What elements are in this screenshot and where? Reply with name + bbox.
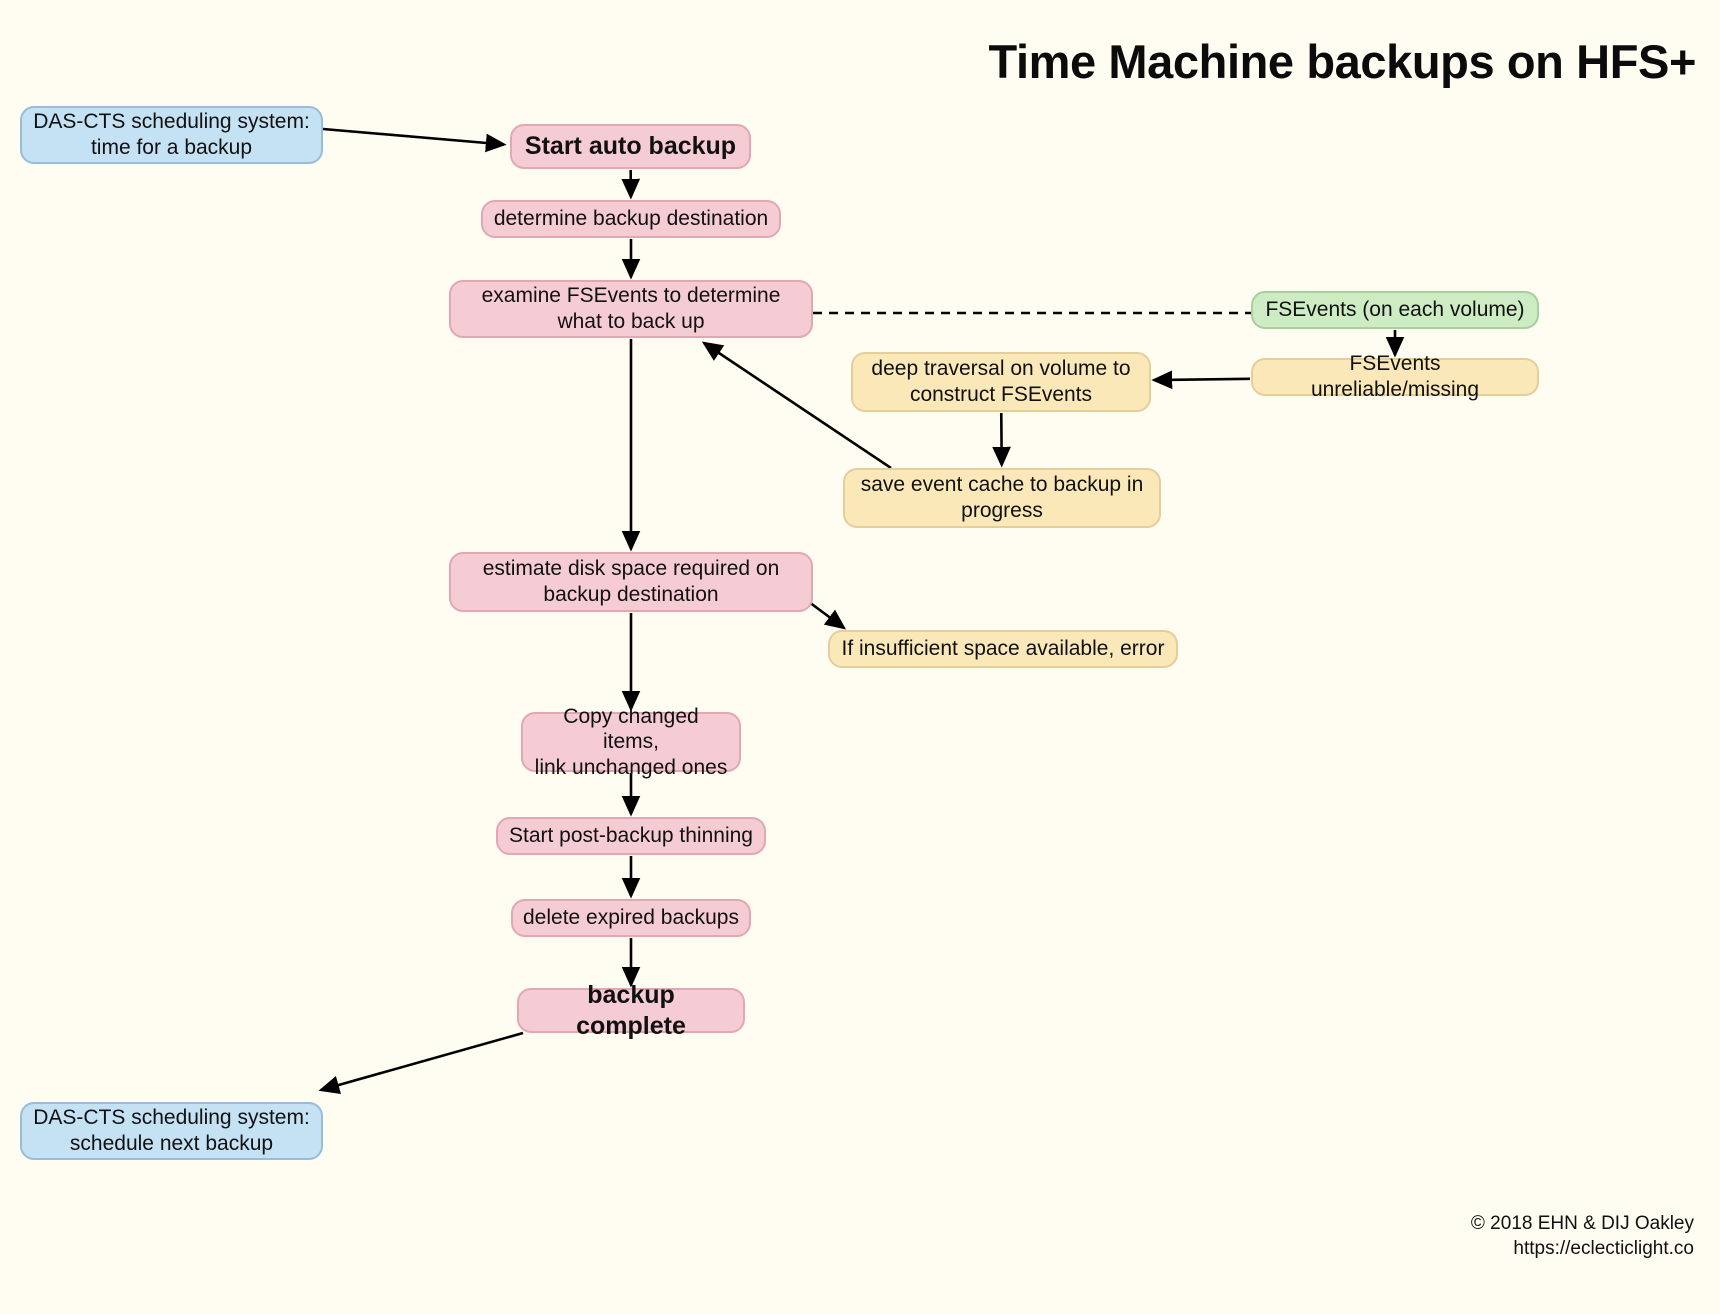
credit-block: © 2018 EHN & DIJ Oakley https://eclectic…	[1471, 1211, 1694, 1262]
edge-unreliable-to-traversal	[1151, 370, 1251, 390]
node-determine: determine backup destination	[481, 200, 781, 238]
website-line: https://eclecticlight.co	[1513, 1238, 1694, 1260]
page-title: Time Machine backups on HFS+	[988, 35, 1697, 88]
node-sched_start: DAS-CTS scheduling system: time for a ba…	[20, 106, 323, 164]
edge-estimate-to-insufficient	[808, 600, 847, 630]
edge-complete-to-sched_next	[318, 1031, 524, 1095]
copyright-line: © 2018 EHN & DIJ Oakley	[1470, 1212, 1694, 1234]
node-thinning: Start post-backup thinning	[496, 817, 766, 855]
node-complete: backup complete	[517, 981, 745, 1040]
node-delete: delete expired backups	[511, 899, 751, 937]
edge-sched_start-to-start	[322, 127, 507, 153]
node-examine: examine FSEvents to determine what to ba…	[449, 280, 813, 338]
node-fsevents: FSEvents (on each volume)	[1251, 291, 1539, 329]
node-copy: Copy changed items, link unchanged ones	[521, 705, 741, 779]
node-unreliable: FSEvents unreliable/missing	[1251, 352, 1539, 401]
node-sched_next: DAS-CTS scheduling system: schedule next…	[20, 1102, 323, 1160]
node-insufficient: If insufficient space available, error	[828, 630, 1178, 668]
node-cache: save event cache to backup in progress	[843, 468, 1161, 528]
node-estimate: estimate disk space required on backup d…	[449, 552, 813, 612]
node-traversal: deep traversal on volume to construct FS…	[851, 352, 1151, 412]
node-start: Start auto backup	[510, 124, 751, 169]
